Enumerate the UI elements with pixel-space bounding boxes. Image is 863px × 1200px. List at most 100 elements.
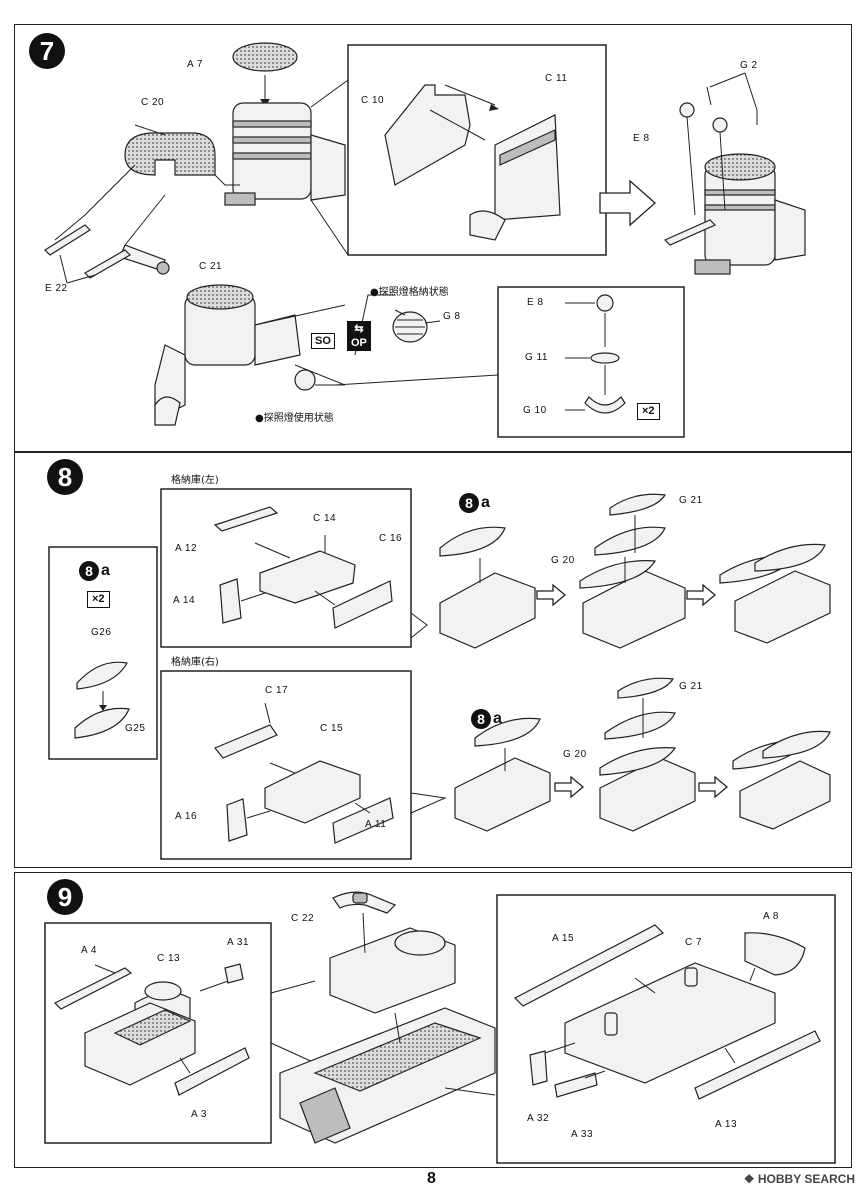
sub-step-number: 8	[471, 709, 491, 729]
step-8-drawing	[48, 488, 831, 860]
boat-8a-left	[439, 526, 506, 557]
searchlight-in-use	[294, 369, 316, 391]
sub-step-letter: a	[493, 710, 502, 727]
label-c11: C 11	[545, 73, 568, 84]
label-c14: C 14	[313, 513, 337, 524]
step-7-drawing	[44, 42, 806, 438]
part-a16	[226, 798, 248, 842]
label-c17: C 17	[265, 685, 289, 696]
part-a11	[332, 797, 394, 844]
watermark-text: HOBBY SEARCH	[757, 1172, 855, 1186]
label-g21-right: G 21	[679, 681, 703, 692]
label-g26: G26	[91, 627, 112, 638]
part-g25	[74, 707, 130, 739]
part-c14	[259, 550, 356, 604]
part-a32	[529, 1050, 548, 1086]
part-c17	[214, 724, 278, 759]
watermark-logo-icon: ❖	[743, 1172, 758, 1186]
bridge-tower	[232, 102, 312, 200]
part-e22	[44, 224, 91, 256]
part-a33	[554, 1072, 598, 1098]
step-7-section: 7	[14, 24, 852, 452]
label-a8: A 8	[763, 911, 779, 922]
step-9-drawing	[44, 891, 836, 1164]
step-number-badge: 7	[29, 33, 65, 69]
op-marker-text: OP	[351, 337, 367, 349]
storage-assembled-1	[439, 572, 536, 649]
stowed-state-label: ●探照燈格納状態	[370, 287, 449, 298]
label-a33: A 33	[571, 1129, 594, 1140]
label-e22: E 22	[45, 283, 68, 294]
sub-step-number: 8	[459, 493, 479, 513]
right-storage-box	[160, 670, 412, 860]
part-e8-lamp	[679, 102, 695, 118]
part-a4	[53, 967, 133, 1010]
label-a31: A 31	[227, 937, 250, 948]
sub-step-letter: a	[481, 494, 490, 511]
arrow-right-icon	[536, 583, 567, 607]
part-a8	[744, 932, 806, 976]
part-a14	[219, 578, 242, 624]
label-c10: C 10	[361, 95, 385, 106]
page-number: 8	[427, 1170, 436, 1187]
label-e8-detail: E 8	[527, 297, 544, 308]
label-g20-left: G 20	[551, 555, 575, 566]
label-g20-right: G 20	[563, 749, 587, 760]
label-g10: G 10	[523, 405, 547, 416]
storage-assembled-right-1	[454, 757, 551, 832]
label-a16: A 16	[175, 811, 198, 822]
label-a12: A 12	[175, 543, 198, 554]
label-c15: C 15	[320, 723, 344, 734]
label-g21-left: G 21	[679, 495, 703, 506]
op-marker: ⇆ OP	[347, 321, 371, 351]
label-c20: C 20	[141, 97, 165, 108]
label-g8: G 8	[443, 311, 461, 322]
part-a13	[694, 1030, 821, 1100]
so-marker: SO	[311, 333, 335, 349]
switch-arrows-icon: ⇆	[354, 323, 364, 335]
watermark: ❖ HOBBY SEARCH	[744, 1172, 855, 1186]
label-a4: A 4	[81, 945, 97, 956]
step-number-badge: 8	[47, 459, 83, 495]
step-number-badge: 9	[47, 879, 83, 915]
label-a14: A 14	[173, 595, 196, 606]
sub-step-number: 8	[79, 561, 99, 581]
part-g26	[76, 661, 128, 690]
label-a32: A 32	[527, 1113, 550, 1124]
label-a7: A 7	[187, 59, 203, 70]
quantity-x2-badge: ×2	[87, 591, 110, 608]
label-g2: G 2	[740, 60, 758, 71]
part-a3	[174, 1047, 250, 1096]
label-g11: G 11	[525, 352, 548, 363]
part-a12	[213, 506, 279, 532]
boat-g20	[594, 526, 666, 556]
step-9-section: 9 A 4	[14, 872, 852, 1168]
boat-g21	[609, 493, 667, 516]
right-storage-title: 格納庫(右)	[171, 657, 219, 668]
label-c22: C 22	[291, 913, 315, 924]
step-8-section: 8	[14, 452, 852, 868]
label-c16: C 16	[379, 533, 403, 544]
label-a3: A 3	[191, 1109, 207, 1120]
label-a13: A 13	[715, 1119, 738, 1130]
label-c7: C 7	[685, 937, 703, 948]
left-storage-box	[160, 488, 412, 648]
arrow-right-icon	[599, 179, 656, 227]
part-c16	[332, 580, 393, 629]
label-g25: G25	[125, 723, 146, 734]
label-a15: A 15	[552, 933, 575, 944]
label-c13: C 13	[157, 953, 181, 964]
label-a11: A 11	[365, 819, 387, 830]
part-c20-platform	[124, 132, 216, 176]
part-a15	[513, 924, 665, 1007]
quantity-x2-badge: ×2	[637, 403, 660, 420]
part-a31	[224, 963, 244, 984]
left-storage-title: 格納庫(左)	[171, 475, 219, 486]
part-c7	[564, 962, 776, 1084]
label-e8: E 8	[633, 133, 650, 144]
in-use-state-label: ●探照燈使用状態	[255, 413, 334, 424]
part-a7-lid	[232, 42, 298, 72]
